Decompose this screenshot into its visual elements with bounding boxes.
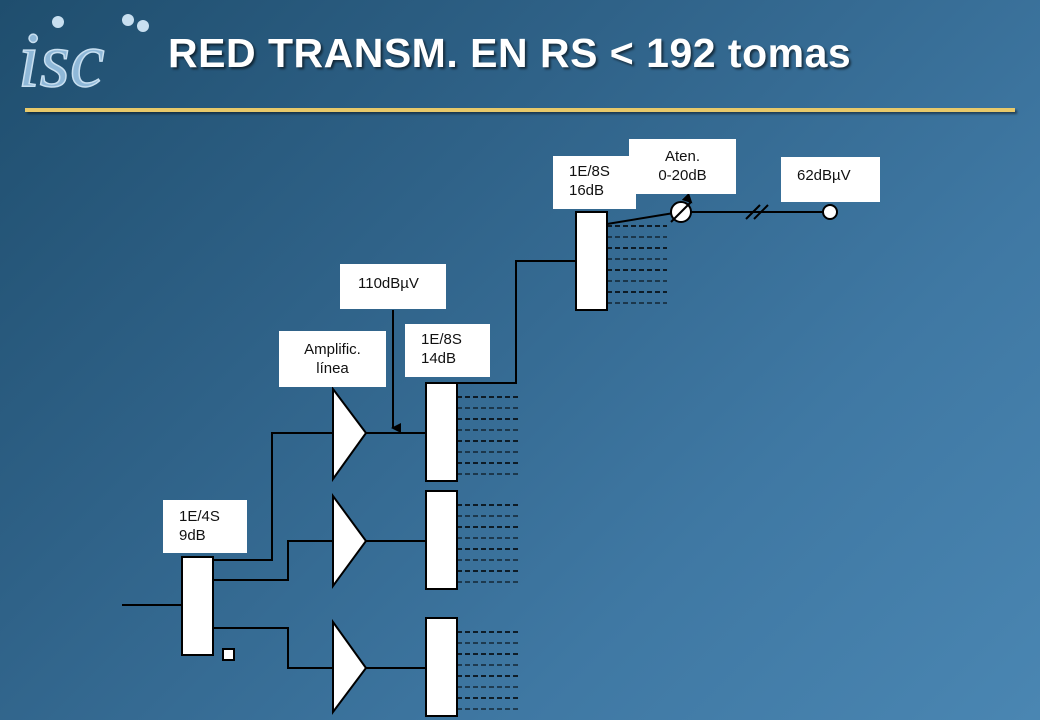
branch-cable-1 [213,432,333,561]
splitter-mid-loss: 14dB [421,350,457,367]
cable-break-mark [745,204,761,220]
attenuator-feed [606,211,681,225]
branch-cable-3 [213,627,333,669]
attenuator-name: Aten. [664,148,701,165]
splitter-termination [222,648,235,661]
distributor-1e8s [425,617,458,717]
logo-lettering: isc [18,16,105,103]
splitter-top-type: 1E/8S [569,163,610,180]
splitter-top-loss: 16dB [569,182,605,199]
user-outlet [822,204,838,220]
splitter-mid-label: 1E/8S 14dB [405,324,490,377]
distributor-1e8s [425,382,458,482]
page-title: RED TRANSM. EN RS < 192 tomas [168,30,852,76]
logo-dot [122,14,134,26]
amplifier-label: Amplific. línea [279,331,386,387]
input-level-label: 110dBµV [340,264,446,309]
output-level-label: 62dBµV [781,157,880,202]
splitter-mid-type: 1E/8S [421,331,462,348]
splitter-input-type: 1E/4S [179,508,220,525]
riser-cable [457,260,576,384]
distributor-1e8s-top [575,211,608,311]
isc-logo: isc [17,14,149,103]
attenuator-label: Aten. 0-20dB [629,139,736,194]
line-amplifier [332,618,368,715]
distributor-taps [457,396,518,710]
cable-break-mark [753,204,769,220]
splitter-top-label: 1E/8S 16dB [553,156,636,209]
splitter-input-loss: 9dB [179,527,206,544]
attenuator-range: 0-20dB [658,167,707,184]
output-level-value: 62dBµV [797,167,851,184]
logo-dot [52,16,64,28]
line-amplifier [332,492,368,590]
amplifier-name: Amplific. [304,341,361,358]
logo-dot [137,20,149,32]
input-level-value: 110dBµV [358,275,419,292]
splitter-1e4s [181,556,214,656]
amplifier-kind: línea [316,360,349,377]
splitter-input-label: 1E/4S 9dB [163,500,247,553]
distributor-1e8s [425,490,458,590]
attenuator-slider [670,192,693,223]
line-amplifier [332,386,368,483]
branch-cable-2 [213,540,333,581]
distributor-taps [607,225,667,304]
title-underline [25,108,1015,112]
